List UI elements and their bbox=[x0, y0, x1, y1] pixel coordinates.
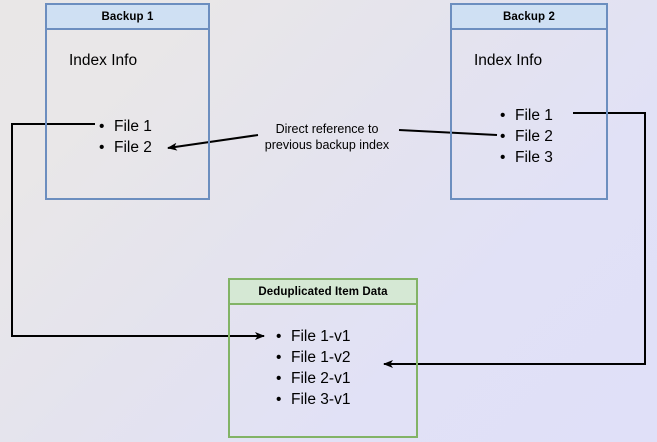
list-item: File 3 bbox=[500, 147, 553, 168]
list-item: File 3-v1 bbox=[276, 389, 350, 410]
list-item: File 2-v1 bbox=[276, 368, 350, 389]
list-item: File 1 bbox=[500, 105, 553, 126]
node-backup-1-body: Index Info File 1 File 2 bbox=[47, 30, 208, 198]
node-deduplicated-file-list: File 1-v1 File 1-v2 File 2-v1 File 3-v1 bbox=[276, 326, 350, 410]
node-deduplicated-item-data[interactable]: Deduplicated Item Data File 1-v1 File 1-… bbox=[228, 278, 418, 438]
node-backup-1-header: Backup 1 bbox=[47, 5, 208, 30]
list-item: File 1-v2 bbox=[276, 347, 350, 368]
list-item: File 1-v1 bbox=[276, 326, 350, 347]
list-item: File 2 bbox=[99, 137, 152, 158]
node-backup-2[interactable]: Backup 2 Index Info File 1 File 2 File 3 bbox=[450, 3, 608, 200]
list-item: File 2 bbox=[500, 126, 553, 147]
node-backup-1-index-label: Index Info bbox=[69, 52, 138, 69]
node-backup-2-header: Backup 2 bbox=[452, 5, 606, 30]
node-backup-1[interactable]: Backup 1 Index Info File 1 File 2 bbox=[45, 3, 210, 200]
list-item: File 1 bbox=[99, 116, 152, 137]
node-backup-2-index-label: Index Info bbox=[474, 52, 543, 69]
node-deduplicated-item-data-header: Deduplicated Item Data bbox=[230, 280, 416, 305]
node-deduplicated-item-data-body: File 1-v1 File 1-v2 File 2-v1 File 3-v1 bbox=[230, 305, 416, 436]
node-backup-2-file-list: File 1 File 2 File 3 bbox=[500, 105, 553, 168]
node-backup-1-file-list: File 1 File 2 bbox=[99, 116, 152, 158]
node-backup-2-body: Index Info File 1 File 2 File 3 bbox=[452, 30, 606, 198]
edge-label-direct-reference: Direct reference to previous backup inde… bbox=[264, 122, 390, 152]
